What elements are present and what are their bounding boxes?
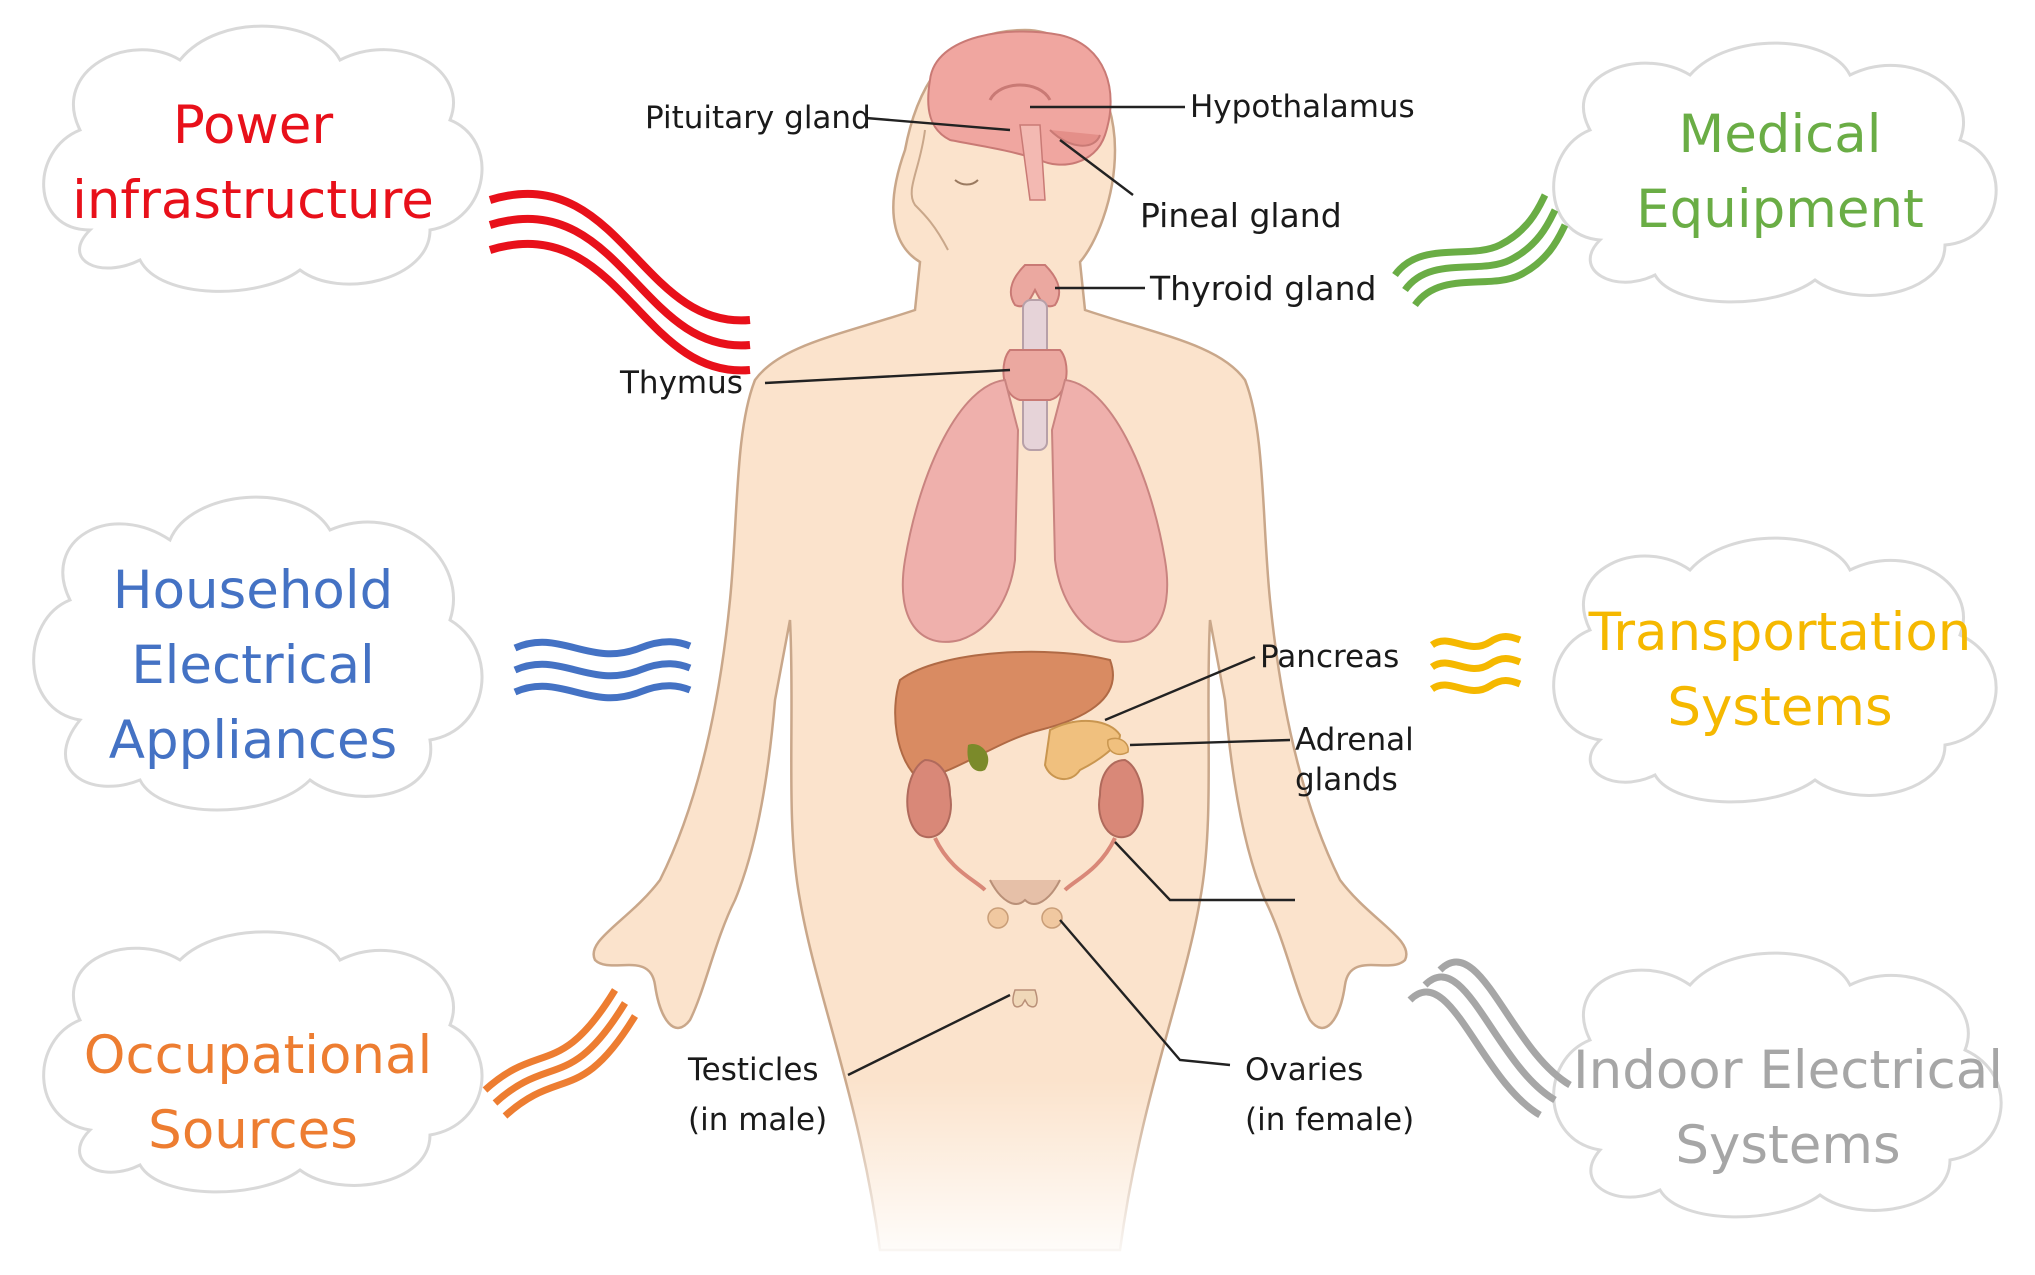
human-body [560, 28, 1440, 1271]
label-power-2: infrastructure [72, 170, 434, 231]
label-ovaries-2: (in female) [1245, 1102, 1414, 1138]
lungs [901, 378, 1169, 643]
wave-transportation [1429, 633, 1522, 695]
body-fade [560, 1080, 1440, 1271]
source-labels: Power infrastructure Household Electrica… [72, 95, 2003, 1176]
label-power-1: Power [173, 95, 333, 156]
cloud-medical [1552, 41, 1998, 304]
label-indoor-1: Indoor Electrical [1573, 1040, 2003, 1101]
label-household-1: Household [113, 560, 393, 621]
cloud-household [32, 495, 484, 812]
cloud-transportation [1552, 536, 1998, 804]
cloud-power [42, 24, 484, 293]
organ-labels: Pituitary gland Hypothalamus Pineal glan… [619, 89, 1415, 1138]
leader-pineal [1059, 139, 1134, 196]
wave-medical [1392, 193, 1569, 308]
leader-pituitary [865, 116, 1011, 132]
abdominal-organs [894, 650, 1144, 1008]
closed-eye [954, 179, 979, 186]
leader-lines [764, 105, 1295, 1077]
label-transportation-2: Systems [1667, 677, 1892, 738]
leader-ovaries [1059, 919, 1231, 1067]
cloud-indoor [1552, 951, 2003, 1219]
label-household-2: Electrical [131, 635, 375, 696]
label-thyroid: Thyroid gland [1149, 269, 1376, 308]
face-profile [910, 129, 949, 251]
label-ovaries-1: Ovaries [1245, 1052, 1363, 1088]
label-testicles-2: (in male) [688, 1102, 827, 1138]
wave-power [488, 189, 751, 375]
label-pituitary: Pituitary gland [645, 100, 871, 136]
cloud-occupational [42, 930, 484, 1194]
leader-adrenal-lower [1114, 841, 1295, 902]
leader-thymus [764, 368, 1011, 385]
thyroid-trachea [1002, 264, 1068, 451]
wave-indoor [1407, 958, 1572, 1119]
label-adrenal-1: Adrenal [1295, 722, 1414, 758]
label-household-3: Appliances [109, 710, 397, 771]
brain [927, 30, 1112, 201]
wave-household [513, 638, 692, 702]
label-adrenal-2: glands [1295, 762, 1398, 798]
label-pineal: Pineal gland [1140, 196, 1342, 235]
label-medical-2: Equipment [1636, 179, 1924, 240]
label-testicles-1: Testicles [687, 1052, 819, 1088]
leader-adrenal [1129, 738, 1291, 747]
label-medical-1: Medical [1678, 104, 1881, 165]
label-transportation-1: Transportation [1588, 602, 1972, 663]
label-thymus: Thymus [619, 365, 743, 401]
label-pancreas: Pancreas [1260, 639, 1399, 675]
label-occupational-1: Occupational [84, 1025, 432, 1086]
leader-testicles [847, 993, 1011, 1077]
leader-pancreas [1104, 655, 1256, 722]
label-hypothalamus: Hypothalamus [1190, 89, 1415, 125]
label-indoor-2: Systems [1675, 1115, 1900, 1176]
label-occupational-2: Sources [148, 1100, 358, 1161]
